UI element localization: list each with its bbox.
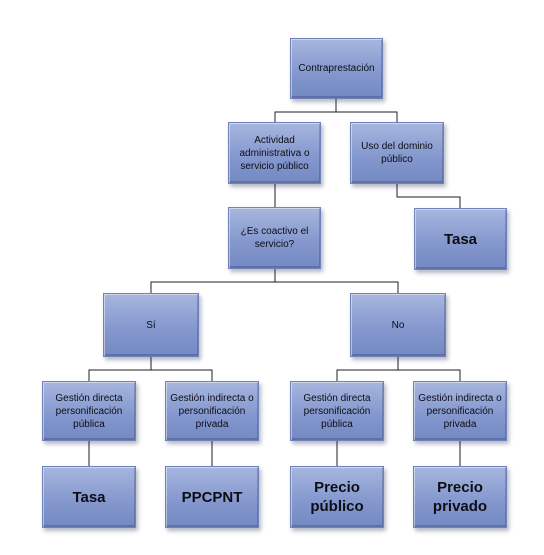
node-tasa-uso: Tasa (414, 208, 507, 270)
connector-leaf-links (88, 441, 461, 466)
node-ppcpnt: PPCPNT (165, 466, 259, 528)
connector-uso-tasa (396, 184, 461, 208)
node-precio-privado: Precio privado (413, 466, 507, 528)
node-uso-dominio-publico: Uso del dominio público (350, 122, 444, 184)
node-no: No (350, 293, 446, 357)
connector-coactivo-branches (150, 269, 399, 293)
node-precio-publico: Precio público (290, 466, 384, 528)
node-si: Sí (103, 293, 199, 357)
connector-si-children (88, 357, 213, 381)
node-si-gestion-indirecta: Gestión indirecta o personificación priv… (165, 381, 259, 441)
node-no-gestion-directa: Gestión directa personificación pública (290, 381, 384, 441)
node-si-gestion-directa: Gestión directa personificación pública (42, 381, 136, 441)
node-contraprestacion: Contraprestación (290, 38, 383, 99)
node-tasa: Tasa (42, 466, 136, 528)
node-actividad-administrativa: Actividad administrativa o servicio públ… (228, 122, 321, 184)
node-no-gestion-indirecta: Gestión indirecta o personificación priv… (413, 381, 507, 441)
node-es-coactivo: ¿Es coactivo el servicio? (228, 207, 321, 269)
connector-no-children (336, 357, 461, 381)
connector-root (274, 99, 398, 122)
